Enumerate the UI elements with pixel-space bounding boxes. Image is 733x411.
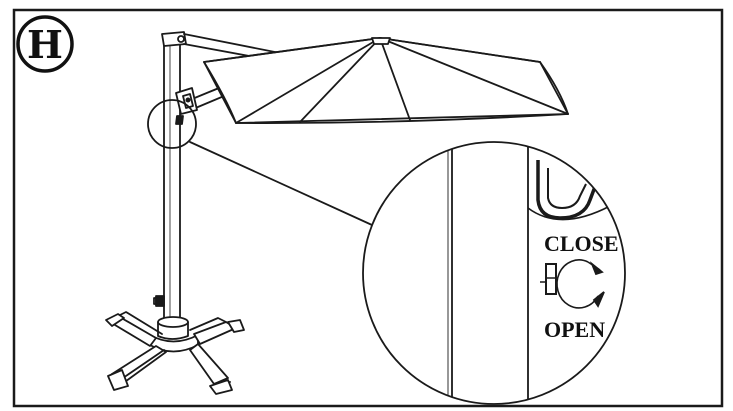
callout-leader-top xyxy=(189,141,373,226)
pole-top-bracket xyxy=(161,31,187,47)
close-label: CLOSE xyxy=(544,231,619,256)
detail-switch xyxy=(540,263,557,295)
pole-lock-knob xyxy=(153,295,165,307)
detail-magnified-view: CLOSE OPEN xyxy=(362,141,626,405)
step-label: H xyxy=(27,21,63,67)
umbrella-pole xyxy=(163,35,181,327)
open-label: OPEN xyxy=(544,317,605,342)
diagram-frame xyxy=(12,8,724,408)
umbrella-base xyxy=(105,311,245,395)
callout-large-circle xyxy=(362,141,626,405)
umbrella-canopy xyxy=(203,37,569,124)
umbrella-drawing xyxy=(105,31,569,395)
crank-handle xyxy=(175,87,198,125)
detail-rotation-arrows xyxy=(556,259,605,309)
detail-crank-loop xyxy=(527,160,611,221)
callout-small-circle xyxy=(147,99,197,149)
step-badge-circle xyxy=(16,15,74,73)
